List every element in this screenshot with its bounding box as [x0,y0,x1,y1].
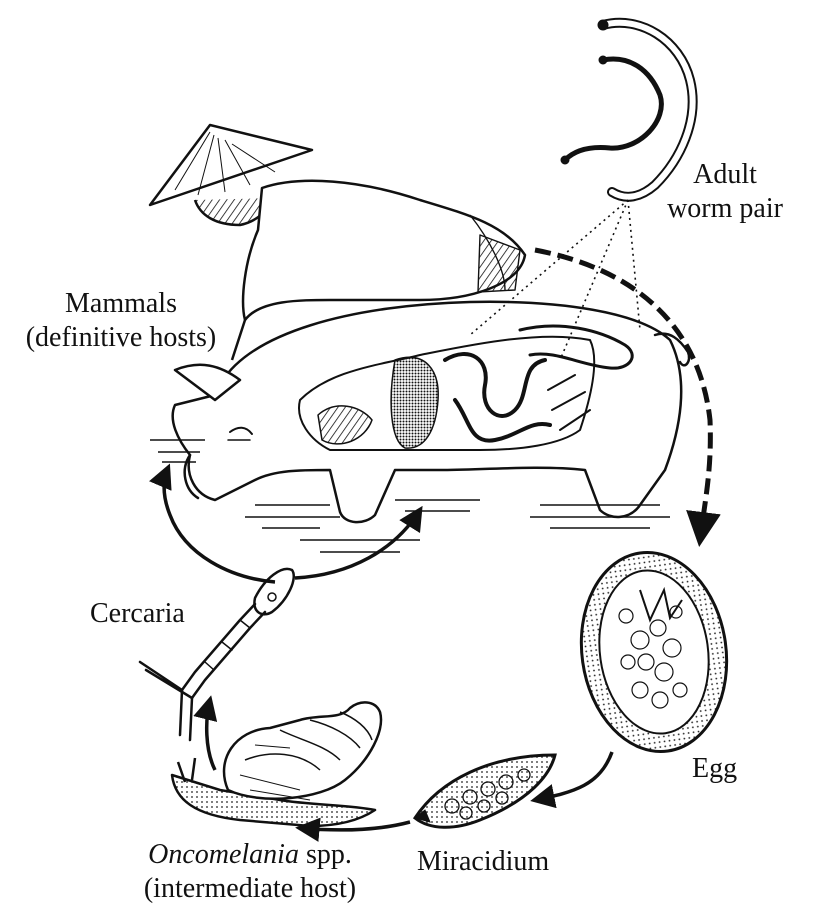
adult-worm-pair-line-2: worm pair [640,192,810,226]
adult-worm-pair-label: Adult worm pair [640,158,810,226]
intermediate-host-line-1: Oncomelania spp. [130,838,370,872]
egg-figure [569,543,739,761]
egg-label: Egg [692,752,737,786]
intermediate-host-suffix: spp. [299,839,352,870]
mammals-line-2: (definitive hosts) [6,321,236,355]
cercaria-figure [140,569,294,740]
snail-figure [172,702,381,826]
adult-worm-pair-line-1: Adult [640,158,810,192]
miracidium-figure [415,755,555,827]
snail-shell [224,702,381,798]
intermediate-host-role: (intermediate host) [130,872,370,906]
cercaria-label: Cercaria [90,597,185,631]
mammals-label: Mammals (definitive hosts) [6,287,236,355]
cercaria-tail [182,604,265,698]
cercaria-fork-left [140,662,192,698]
cercaria-body [254,569,293,614]
miracidium-label: Miracidium [417,845,549,879]
female-worm [565,59,661,160]
pig-figure [173,302,689,522]
intermediate-host-label: Oncomelania spp. (intermediate host) [130,838,370,906]
intermediate-host-genus: Oncomelania [148,839,299,870]
mammals-line-1: Mammals [6,287,236,321]
arrow-snail-to-cercaria [207,700,215,770]
